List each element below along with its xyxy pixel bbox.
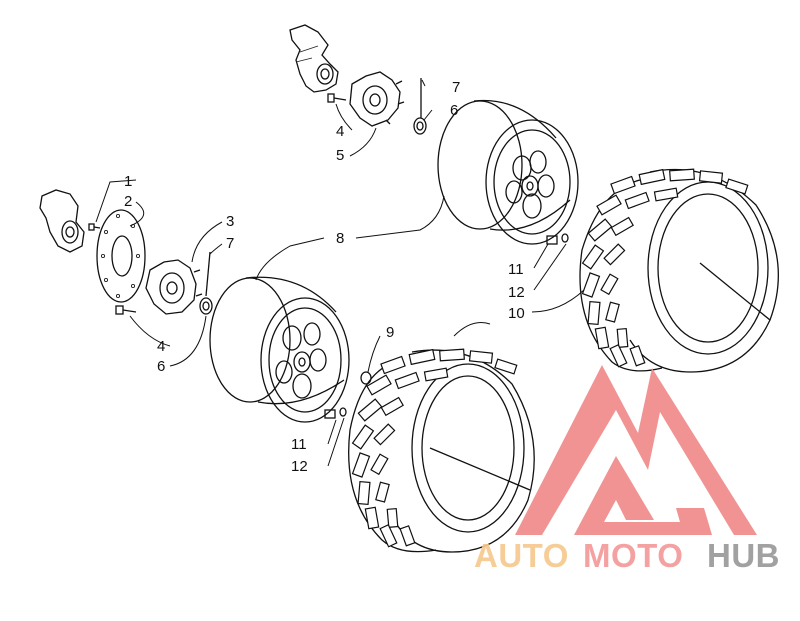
logo-text-hub: HUB [707, 537, 780, 574]
wheel-hub-upper [349, 71, 405, 127]
logo-text-auto: AUTO [474, 537, 569, 574]
callout-3: 3 [226, 213, 234, 230]
callout-4-upper: 4 [336, 123, 344, 140]
tire-lower [348, 348, 535, 553]
callout-1: 1 [124, 173, 132, 190]
valve-stem-upper [546, 233, 569, 245]
callout-6-upper: 6 [450, 102, 458, 119]
callout-6-lower: 6 [157, 358, 165, 375]
wheel-rim-lower [209, 276, 350, 423]
callout-2: 2 [124, 193, 132, 210]
brake-disc [96, 209, 146, 303]
callout-labels: 1 2 3 7 4 6 8 7 6 4 5 9 11 12 10 11 12 [124, 79, 525, 475]
callout-11-lower: 11 [291, 436, 307, 453]
callout-9: 9 [386, 324, 394, 341]
leader-lines [95, 79, 585, 467]
valve-stem-lower [324, 407, 347, 419]
callout-12-lower: 12 [291, 458, 308, 475]
callout-8: 8 [336, 230, 344, 247]
callout-5: 5 [336, 147, 344, 164]
callout-4-lower: 4 [157, 338, 165, 355]
callout-12-upper: 12 [508, 284, 525, 301]
cotter-pin-lower [205, 251, 211, 297]
callout-10: 10 [508, 305, 525, 322]
callout-11-upper: 11 [508, 261, 524, 278]
callout-7-upper: 7 [452, 79, 460, 96]
automotohub-logo: AUTO MOTO HUB [474, 365, 780, 574]
steering-knuckle-upper [289, 24, 339, 93]
hub-bolt-lower [115, 305, 137, 315]
axle-nut-upper [413, 117, 427, 135]
hub-bolt-upper [327, 93, 347, 103]
lug-nut [360, 371, 372, 385]
axle-nut-lower [199, 297, 213, 315]
steering-knuckle-lower [39, 189, 85, 253]
wheel-hub-lower [145, 259, 203, 315]
callout-7-lower: 7 [226, 235, 234, 252]
logo-text-moto: MOTO [583, 537, 683, 574]
rotor-bolt [88, 223, 101, 231]
tire-upper [579, 168, 779, 373]
wheel-rim-upper [437, 99, 579, 245]
